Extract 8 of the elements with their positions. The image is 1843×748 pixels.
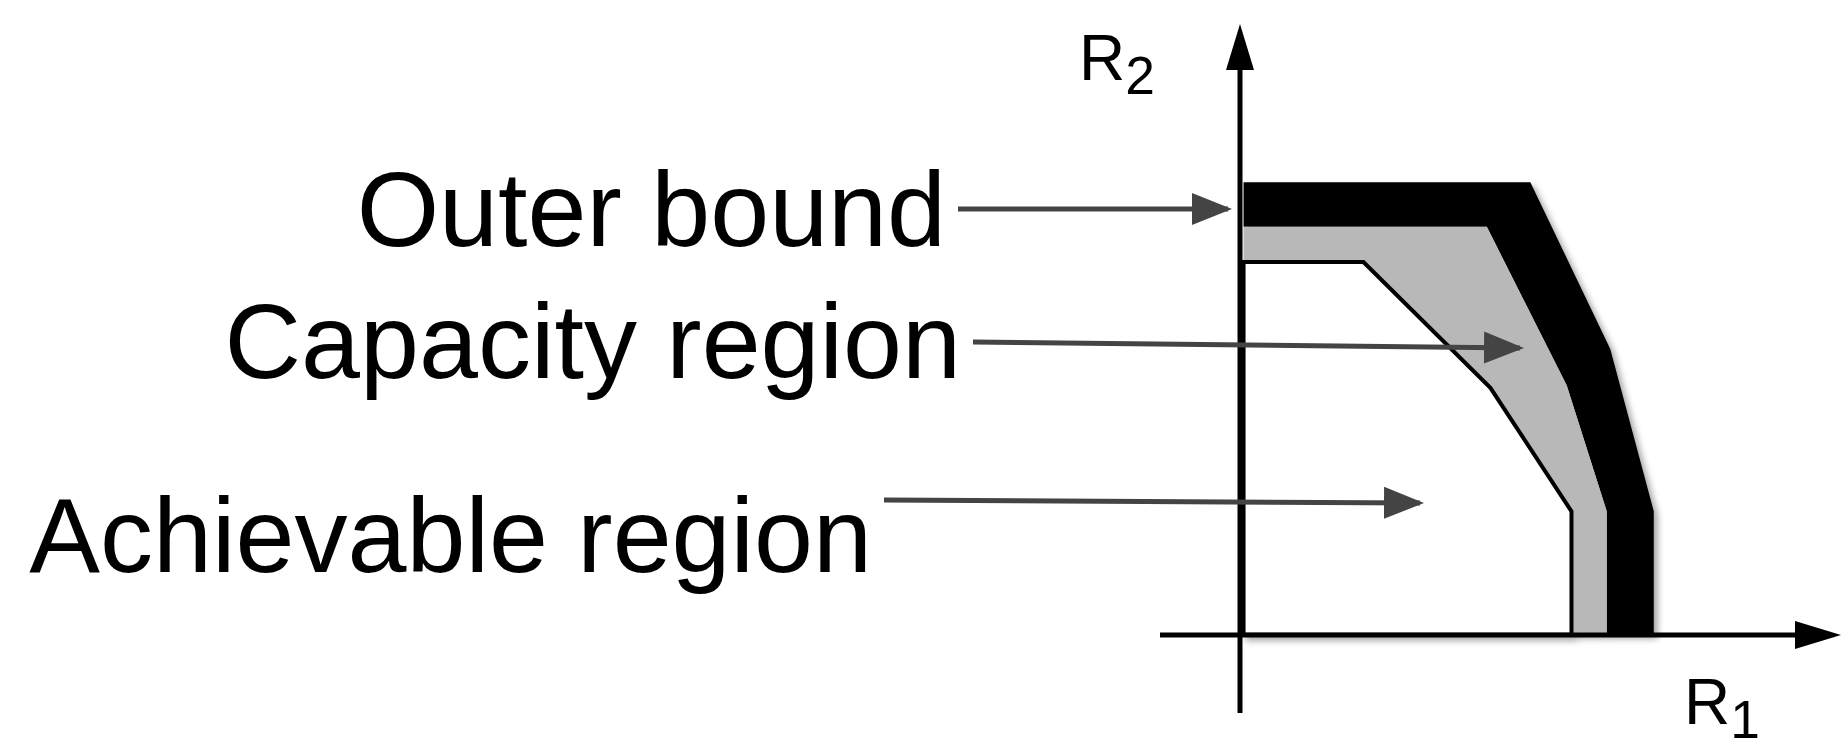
region-label: Outer bound [356,150,946,268]
axis-label: R$_{2}$ [1079,25,1155,103]
region-label: Capacity region [224,282,961,400]
region-label: Achievable region [29,476,872,594]
leader-arrow [972,331,1524,364]
leader-arrow [958,193,1232,225]
leader-arrow [884,486,1424,519]
axis-label: R$_{1}$ [1684,669,1760,747]
